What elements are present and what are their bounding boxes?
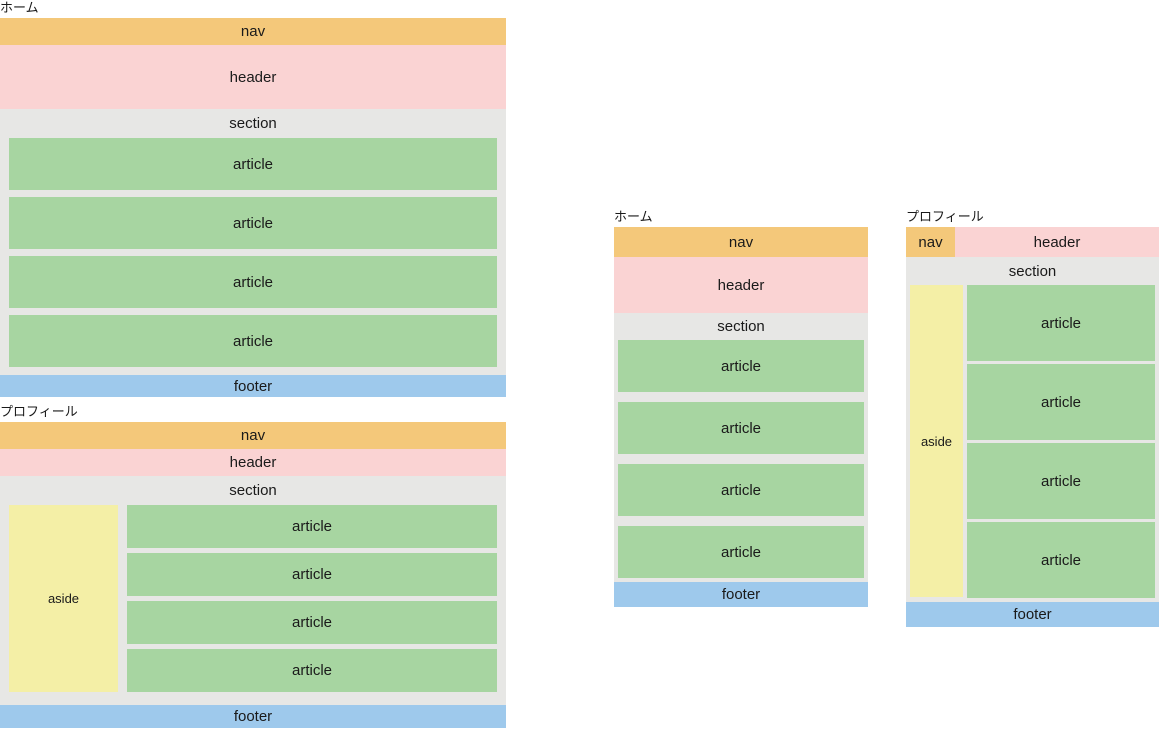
region-aside[interactable]: aside — [910, 285, 963, 597]
region-aside[interactable]: aside — [9, 505, 118, 692]
region-article[interactable]: article — [618, 340, 864, 392]
region-header[interactable]: header — [0, 449, 506, 476]
section-columns: aside article article article article — [910, 285, 1155, 598]
region-footer[interactable]: footer — [614, 582, 868, 607]
region-article[interactable]: article — [127, 505, 497, 548]
region-article[interactable]: article — [127, 649, 497, 692]
region-article[interactable]: article — [967, 522, 1155, 598]
region-article[interactable]: article — [618, 526, 864, 578]
region-section: section article article article article — [0, 109, 506, 375]
region-nav[interactable]: nav — [906, 227, 955, 257]
region-article[interactable]: article — [618, 402, 864, 454]
region-article[interactable]: article — [967, 364, 1155, 440]
region-footer[interactable]: footer — [0, 375, 506, 397]
region-section-label: section — [1008, 262, 1057, 280]
region-nav[interactable]: nav — [614, 227, 868, 257]
panel-title-profile-large: プロフィール — [0, 404, 78, 419]
wireframe-frame: nav header section aside article article… — [0, 422, 506, 728]
region-article[interactable]: article — [127, 553, 497, 596]
region-header[interactable]: header — [614, 257, 868, 313]
panel-title-home-small: ホーム — [614, 209, 653, 224]
article-list: article article article article — [127, 505, 497, 692]
region-section-label: section — [229, 482, 277, 499]
wireframe-frame: nav header section article article artic… — [614, 227, 868, 607]
region-header[interactable]: header — [0, 45, 506, 109]
top-row: nav header — [906, 227, 1159, 257]
wireframe-panel-profile-large: プロフィール nav header section aside article … — [0, 404, 506, 728]
region-footer[interactable]: footer — [906, 602, 1159, 627]
region-nav[interactable]: nav — [0, 18, 506, 45]
region-article[interactable]: article — [967, 285, 1155, 361]
region-article[interactable]: article — [967, 443, 1155, 519]
region-nav[interactable]: nav — [0, 422, 506, 449]
region-section: section aside article article article ar… — [0, 476, 506, 705]
wireframe-frame: nav header section aside article article… — [906, 227, 1159, 627]
region-article[interactable]: article — [9, 315, 497, 367]
wireframe-panel-home-large: ホーム nav header section article article a… — [0, 0, 506, 397]
region-section: section article article article article — [614, 313, 868, 582]
region-section: section aside article article article ar… — [906, 257, 1159, 602]
region-section-label: section — [717, 318, 765, 335]
region-article[interactable]: article — [9, 256, 497, 308]
region-section-label: section — [229, 115, 277, 132]
section-columns: aside article article article article — [9, 505, 497, 692]
region-article[interactable]: article — [9, 197, 497, 249]
region-article[interactable]: article — [618, 464, 864, 516]
wireframe-panel-profile-small: プロフィール nav header section aside article … — [906, 209, 1159, 627]
wireframe-frame: nav header section article article artic… — [0, 18, 506, 397]
wireframe-panel-home-small: ホーム nav header section article article a… — [614, 209, 868, 607]
panel-title-home-large: ホーム — [0, 0, 39, 15]
panel-title-profile-small: プロフィール — [906, 209, 984, 224]
region-article[interactable]: article — [9, 138, 497, 190]
article-list: article article article article — [967, 285, 1155, 598]
region-article[interactable]: article — [127, 601, 497, 644]
region-header[interactable]: header — [955, 227, 1159, 257]
region-footer[interactable]: footer — [0, 705, 506, 728]
